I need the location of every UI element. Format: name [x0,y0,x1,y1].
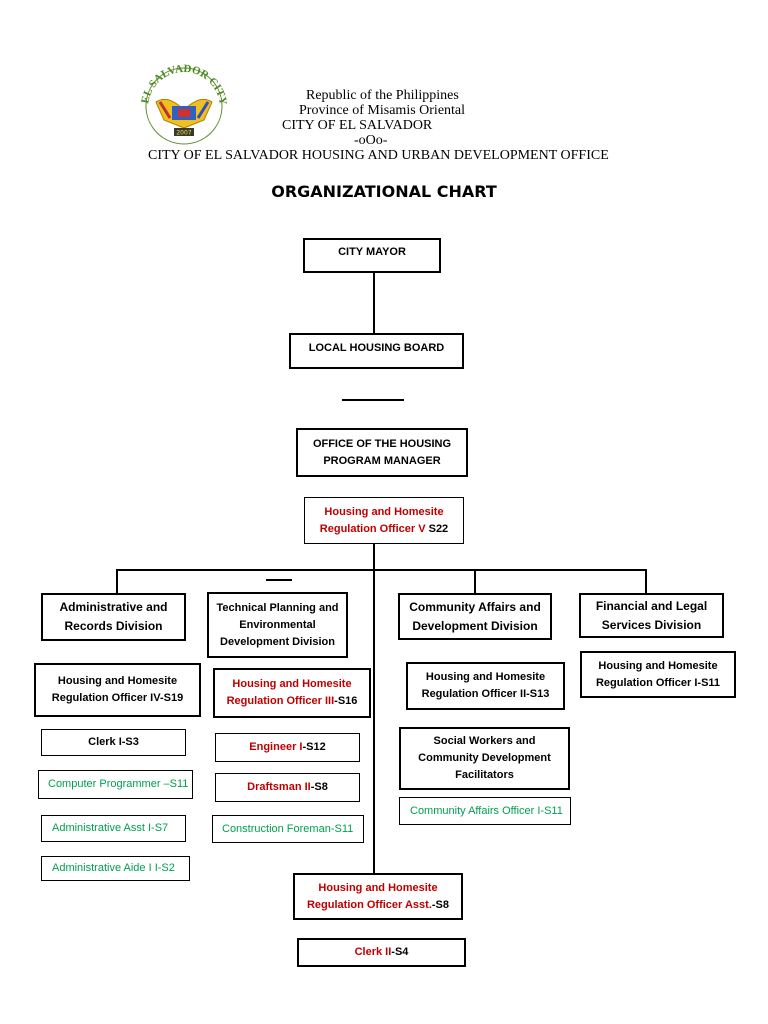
officer-iii-box: Housing and Homesite Regulation Officer … [213,668,371,718]
computer-programmer-box: Computer Programmer –S11 [38,770,193,799]
financial-legal-division-box: Financial and Legal Services Division [579,593,724,638]
connector-line [373,272,375,335]
clerk-i-box: Clerk I-S3 [41,729,186,756]
officer-ii-box: Housing and Homesite Regulation Officer … [406,662,565,710]
draftsman-box: Draftsman II-S8 [215,773,360,802]
separator-line [342,399,404,401]
city-mayor-box: CITY MAYOR [303,238,441,273]
local-housing-board-box: LOCAL HOUSING BOARD [289,333,464,369]
connector-line [373,544,375,874]
officer-asst-box: Housing and Homesite Regulation Officer … [293,873,463,920]
svg-text:EL SALVADOR CITY: EL SALVADOR CITY [139,63,229,106]
header-separator: -oOo- [354,133,388,148]
connector-line [645,569,647,593]
technical-planning-division-box: Technical Planning and Environmental Dev… [207,592,348,658]
community-affairs-division-box: Community Affairs and Development Divisi… [398,593,552,640]
engineer-box: Engineer I-S12 [215,733,360,762]
header-office: CITY OF EL SALVADOR HOUSING AND URBAN DE… [148,148,609,163]
city-seal-logo: EL SALVADOR CITY 2007 [139,63,229,145]
construction-foreman-box: Construction Foreman-S11 [212,815,364,843]
header-republic: Republic of the Philippines [306,88,459,103]
administrative-asst-box: Administrative Asst I-S7 [41,815,186,842]
officer-iv-box: Housing and Homesite Regulation Officer … [34,663,201,717]
svg-text:2007: 2007 [176,130,191,137]
officer-i-box: Housing and Homesite Regulation Officer … [580,651,736,698]
header-city: CITY OF EL SALVADOR [282,118,433,133]
separator-line [266,579,292,581]
social-workers-box: Social Workers and Community Development… [399,727,570,790]
chart-title: ORGANIZATIONAL CHART [271,182,497,201]
administrative-aide-box: Administrative Aide I I-S2 [41,856,190,881]
officer-v-box: Housing and Homesite Regulation Officer … [304,497,464,544]
connector-line [116,569,647,571]
housing-program-manager-box: OFFICE OF THE HOUSING PROGRAM MANAGER [296,428,468,477]
clerk-ii-box: Clerk II-S4 [297,938,466,967]
community-affairs-officer-box: Community Affairs Officer I-S11 [399,797,571,825]
admin-records-division-box: Administrative and Records Division [41,593,186,641]
header-province: Province of Misamis Oriental [299,103,466,118]
connector-line [474,569,476,593]
connector-line [116,569,118,593]
